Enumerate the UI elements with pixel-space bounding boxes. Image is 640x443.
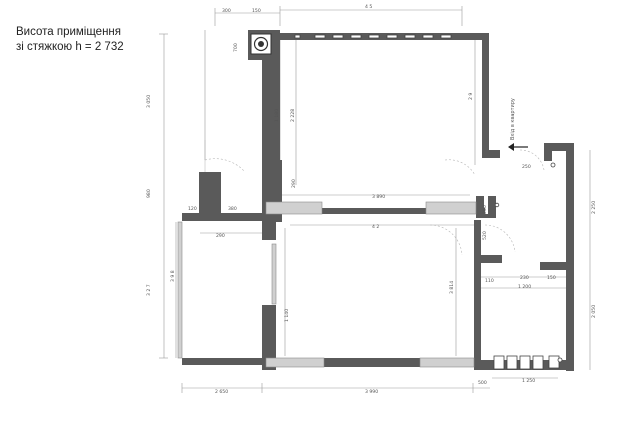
dim-top-left-b: 150 <box>252 8 261 14</box>
dim-small-f: 150 <box>547 275 556 281</box>
dim-bath-width-2: 1 250 <box>522 378 535 384</box>
dim-right-upper: 2 250 <box>591 201 597 214</box>
dim-small-c: 290 <box>216 233 225 239</box>
dim-corridor-width: 290 <box>291 179 297 188</box>
dim-kitchen-depth: 2 228 <box>290 109 296 122</box>
door-swings <box>204 140 545 256</box>
dim-kitchen-right: 2 9 <box>468 93 474 100</box>
dim-left-lower-2: 3 9 8 <box>170 270 176 282</box>
dim-shaft-width: 700 <box>233 43 239 52</box>
dim-small-b: 380 <box>228 206 237 212</box>
dim-top-total: 4 5 <box>365 4 372 10</box>
entrance-label: Вхід в квартиру <box>510 98 516 140</box>
dim-small-h: 1 140 <box>284 309 290 322</box>
dim-left-upper: 3 050 <box>146 95 152 108</box>
dim-right-lower: 2 050 <box>591 305 597 318</box>
dim-shaft-height: 1 180 <box>274 109 280 122</box>
dim-top-left-a: 300 <box>222 8 231 14</box>
walls <box>182 30 574 371</box>
dim-small-j: 200 <box>482 205 488 214</box>
dim-bottom-left: 2 650 <box>215 389 228 395</box>
dim-small-g: 250 <box>522 164 531 170</box>
windows <box>177 201 477 368</box>
ventilation-shaft-icon <box>250 33 272 55</box>
dim-bottom-right: 500 <box>478 380 487 386</box>
switch-icon <box>494 202 500 208</box>
dim-small-d: 110 <box>485 278 494 284</box>
entrance-arrow-icon <box>508 143 528 151</box>
dim-small-a: 120 <box>188 206 197 212</box>
ceiling-height-note-line-1: Висота приміщення <box>16 26 122 38</box>
dim-small-i: 520 <box>482 231 488 240</box>
dim-room-depth: 3 814 <box>449 281 455 294</box>
dim-small-e: 230 <box>520 275 529 281</box>
dim-left-mid: 980 <box>146 189 152 198</box>
dimension-labels: 4 5 300 150 3 050 980 3 2 7 3 9 8 2 228 … <box>146 4 597 395</box>
dim-kitchen-width: 3 890 <box>372 194 385 200</box>
radiator-bottom <box>493 355 560 370</box>
dim-bath-width: 1 200 <box>518 284 531 290</box>
dim-room-width: 4 2 <box>372 224 379 230</box>
outlet-icon <box>550 162 556 168</box>
ceiling-height-note-line-2: зі стяжкою h = 2 732 <box>16 41 124 53</box>
dim-left-lower: 3 2 7 <box>146 284 152 296</box>
dim-bottom-mid: 3 990 <box>365 389 378 395</box>
radiator-top <box>294 34 452 39</box>
dimension-lines <box>159 6 591 393</box>
drain-icon <box>557 357 563 363</box>
